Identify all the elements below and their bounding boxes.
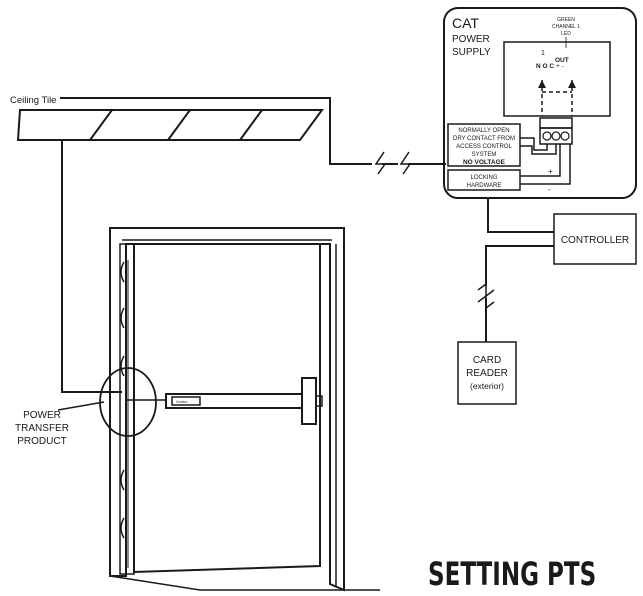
svg-text:OUT: OUT (555, 57, 569, 64)
svg-text:(exterior): (exterior) (470, 381, 504, 391)
svg-text:HARDWARE: HARDWARE (467, 183, 502, 189)
svg-text:GREEN: GREEN (557, 17, 575, 23)
locking-hardware-box (447, 169, 521, 191)
svg-text:1: 1 (541, 50, 545, 57)
power-supply-box (443, 7, 637, 199)
svg-text:SUPPLY: SUPPLY (452, 47, 491, 58)
floor-line (109, 575, 380, 591)
svg-text:ACCESS CONTROL: ACCESS CONTROL (456, 144, 512, 150)
ceiling-tile (16, 109, 324, 141)
terminal-labels: 1 OUT N O C + - (536, 50, 569, 70)
bar-badge: Vortex (176, 399, 187, 404)
controller-box (553, 213, 637, 265)
card-reader-label: CARD READER (exterior) (466, 355, 508, 391)
controller-label: CONTROLLER (561, 235, 629, 246)
terminal-block (539, 117, 573, 145)
exit-device: Vortex (165, 377, 323, 425)
svg-text:CARD: CARD (473, 355, 501, 366)
door-frame (109, 227, 345, 592)
svg-text:NORMALLY OPEN: NORMALLY OPEN (458, 128, 509, 134)
dry-contact-label: NORMALLY OPEN DRY CONTACT FROM ACCESS CO… (453, 128, 515, 166)
setting-pts-title: SETTING PTS (428, 555, 596, 593)
svg-text:CHANNEL 1: CHANNEL 1 (552, 24, 580, 30)
minus-sign: - (548, 185, 551, 194)
power-supply-label: CAT POWER SUPPLY (452, 15, 491, 58)
svg-text:CAT: CAT (452, 15, 479, 31)
svg-text:+ -: + - (556, 63, 564, 70)
arrow-left (538, 80, 546, 88)
circuit-board (503, 41, 611, 117)
svg-text:SYSTEM: SYSTEM (472, 152, 497, 158)
svg-text:PRODUCT: PRODUCT (17, 436, 66, 447)
green-led-label: GREEN CHANNEL 1 LED (552, 17, 580, 37)
internal-wiring (520, 137, 571, 185)
locking-hardware-label: LOCKING HARDWARE (467, 175, 502, 189)
pts-pointer (57, 401, 105, 411)
svg-text:POWER: POWER (452, 34, 490, 45)
svg-text:POWER: POWER (23, 410, 61, 421)
power-transfer-label: POWER TRANSFER PRODUCT (15, 410, 69, 447)
card-reader-box (457, 341, 517, 405)
dry-contact-box (447, 123, 521, 167)
svg-text:DRY CONTACT FROM: DRY CONTACT FROM (453, 136, 515, 142)
supply-to-controller-wire (487, 198, 554, 233)
door-leaf (133, 243, 321, 574)
svg-text:TRANSFER: TRANSFER (15, 423, 69, 434)
ceiling-tile-label: Ceiling Tile (10, 95, 56, 106)
plus-sign: + (548, 167, 553, 176)
svg-text:NO VOLTAGE: NO VOLTAGE (463, 159, 506, 166)
svg-text:LED: LED (561, 31, 571, 37)
svg-text:READER: READER (466, 368, 508, 379)
jumper-lines (541, 80, 573, 116)
arrow-right (568, 80, 576, 88)
ceiling-to-supply-wire (60, 97, 446, 175)
svg-text:LOCKING: LOCKING (470, 175, 497, 181)
svg-text:N O C: N O C (536, 63, 554, 70)
ceiling-to-pts-wire (61, 140, 122, 393)
controller-to-reader-wire (477, 245, 554, 342)
